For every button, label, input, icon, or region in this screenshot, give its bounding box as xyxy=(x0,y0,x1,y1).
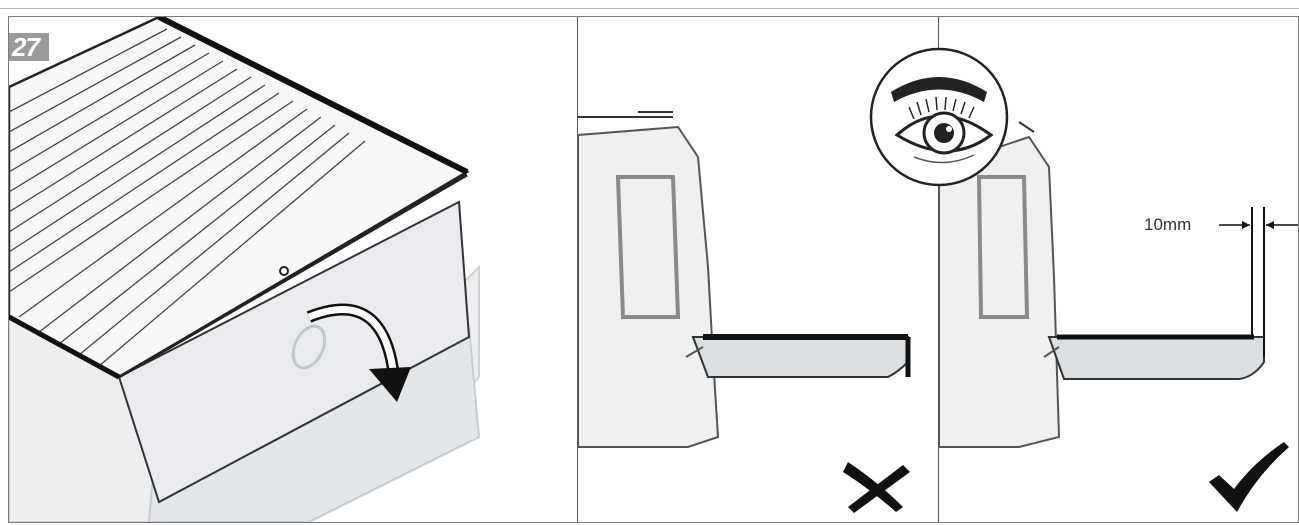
gap-measurement-label: 10mm xyxy=(1144,215,1191,235)
top-rule xyxy=(0,8,1299,9)
check-icon xyxy=(1209,442,1289,512)
truck-bed-illustration xyxy=(9,17,577,522)
instruction-frame: 27 xyxy=(8,16,1299,523)
cross-icon xyxy=(843,462,910,513)
eye-icon xyxy=(869,47,1009,187)
step-number: 27 xyxy=(9,33,49,61)
panel-overview: 27 xyxy=(9,17,577,522)
